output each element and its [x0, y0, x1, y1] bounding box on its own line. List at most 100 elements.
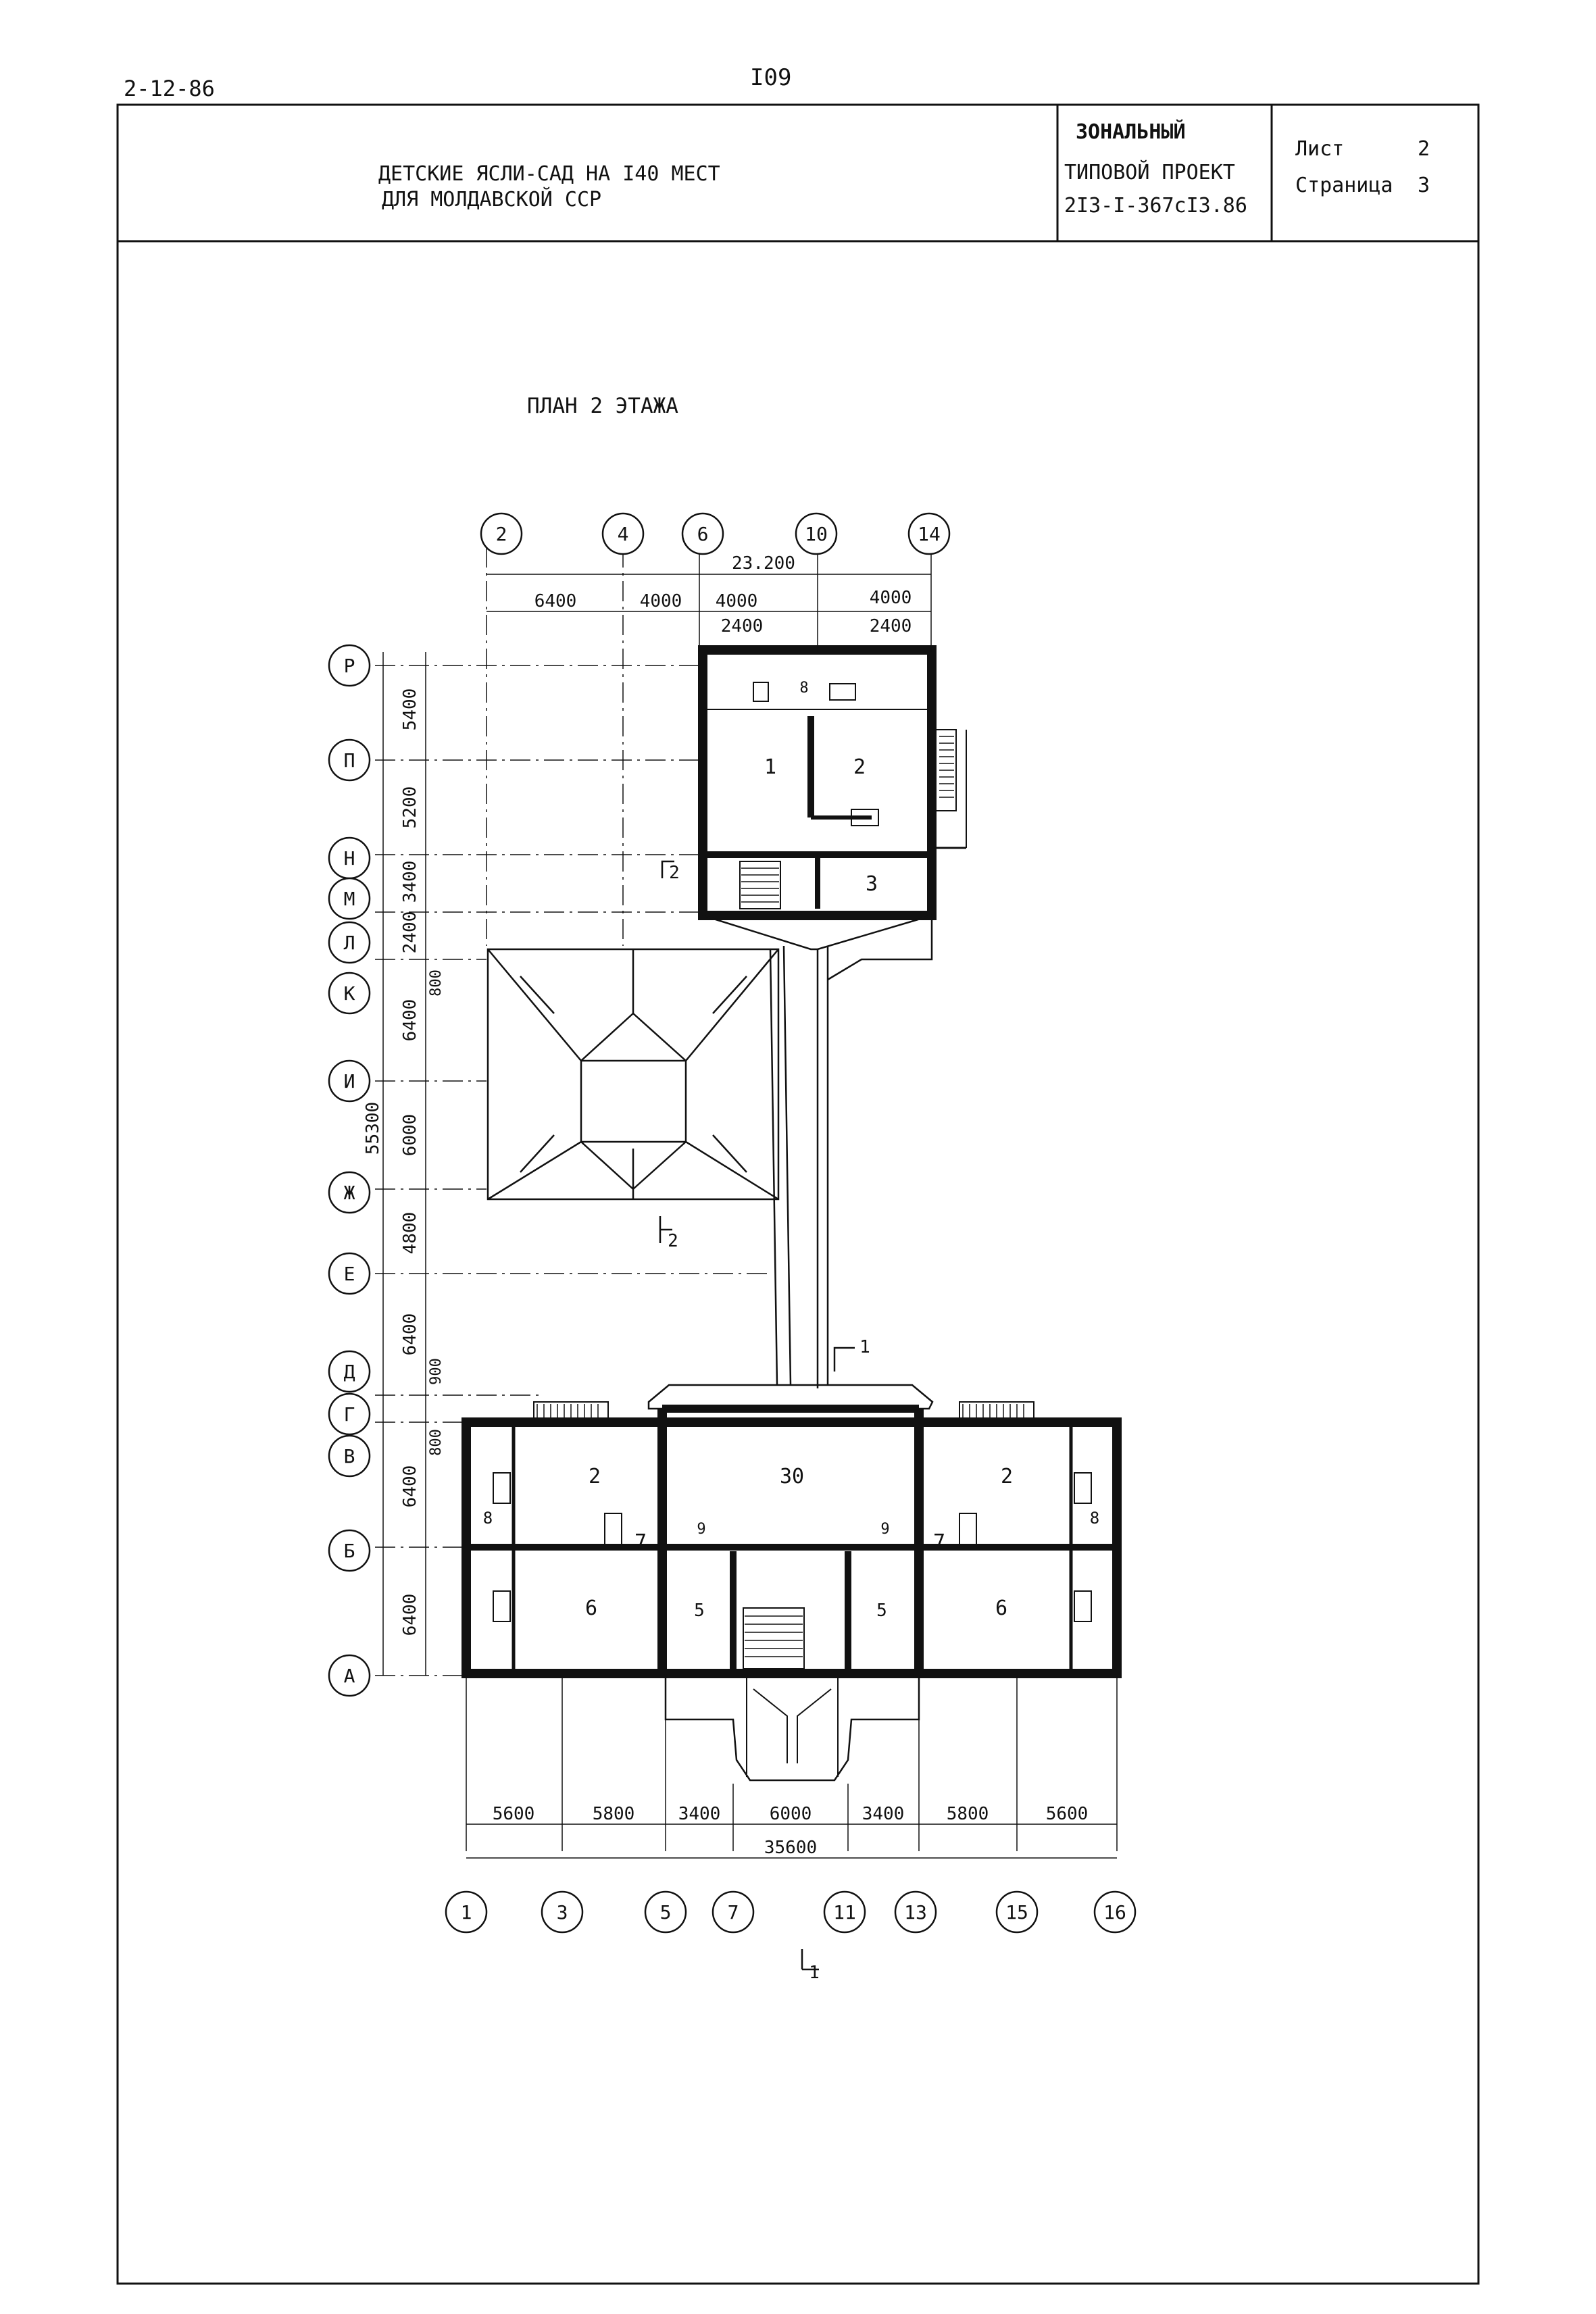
- room-30: 30: [780, 1465, 804, 1488]
- left-dim-9: 6400: [400, 1465, 420, 1508]
- left-small-dim-3: 800: [428, 1429, 445, 1456]
- section-mark-2-lower: 2: [668, 1231, 678, 1251]
- left-axis-e: Е: [344, 1263, 355, 1285]
- left-axis-p: П: [344, 749, 355, 772]
- room-9-left: 9: [697, 1521, 705, 1538]
- left-dim-1: 5400: [400, 688, 420, 731]
- page-label: Страница: [1295, 174, 1393, 197]
- bottom-dim-6: 5800: [947, 1804, 989, 1824]
- project-code: 2I3-I-367cI3.86: [1064, 194, 1247, 218]
- left-total-dim: 55300: [363, 1102, 383, 1155]
- lower-building: [462, 1384, 1122, 1782]
- bottom-axis-5: 5: [660, 1901, 672, 1923]
- top-dim-4: 4000: [870, 588, 912, 608]
- bottom-axis-3: 3: [557, 1901, 568, 1923]
- room-8-left: 8: [483, 1509, 493, 1528]
- page-value: 3: [1418, 174, 1430, 197]
- left-axis-r: Р: [344, 655, 355, 677]
- axis-labels: 2 4 6 10 14 Р П Н М Л К И Ж Е Д Г В Б А …: [344, 523, 1126, 1923]
- left-dim-10: 6400: [400, 1594, 420, 1636]
- page-code: 2-12-86: [124, 76, 215, 101]
- left-axis-k: К: [344, 982, 355, 1005]
- left-axis-a: А: [344, 1665, 355, 1687]
- left-axis-v: В: [344, 1445, 355, 1467]
- left-dim-7: 4800: [400, 1212, 420, 1255]
- section-mark-1-lower: 1: [809, 1963, 820, 1983]
- room-7-right: 7: [933, 1530, 945, 1554]
- room-7-left: 7: [634, 1530, 647, 1554]
- section-mark-1-upper: 1: [859, 1337, 870, 1357]
- left-dim-3: 3400: [400, 861, 420, 903]
- room-5-right: 5: [876, 1601, 887, 1621]
- dimension-values: 23.200 6400 4000 4000 4000 2400 2400 540…: [363, 553, 1088, 1858]
- top-axis-4: 4: [618, 523, 629, 545]
- bottom-total-dim: 35600: [764, 1838, 817, 1858]
- left-dim-4: 2400: [400, 911, 420, 954]
- room-2-right: 2: [1001, 1465, 1013, 1488]
- project-title-line2: ДЛЯ МОЛДАВСКОЙ ССР: [382, 188, 602, 211]
- top-sub-dim-2: 2400: [870, 616, 912, 636]
- room-3: 3: [866, 872, 878, 896]
- left-dim-2: 5200: [400, 786, 420, 829]
- top-axis-14: 14: [918, 523, 941, 545]
- gallery-corridor: [702, 914, 933, 1388]
- section-mark-2-upper: 2: [669, 863, 680, 883]
- bottom-dim-3: 3400: [678, 1804, 721, 1824]
- top-axis-2: 2: [496, 523, 507, 545]
- plan-title: ПЛАН 2 ЭТАЖА: [527, 394, 678, 418]
- bottom-dim-7: 5600: [1046, 1804, 1089, 1824]
- room-6-left: 6: [585, 1596, 597, 1620]
- room-numbers: 1 2 3 8 2 30 2 8 7 9 9 7 8 6 5 5 6: [483, 680, 1099, 1621]
- left-axis-g: Г: [344, 1403, 355, 1426]
- bottom-dim-4: 6000: [770, 1804, 812, 1824]
- left-axis-b: Б: [344, 1540, 355, 1562]
- left-axis-d: Д: [344, 1361, 355, 1383]
- top-dim-2: 4000: [640, 591, 682, 611]
- left-dim-6: 6000: [400, 1114, 420, 1157]
- left-axis-zh: Ж: [344, 1182, 355, 1204]
- room-8-upper: 8: [799, 680, 808, 697]
- left-axis-m: М: [344, 888, 355, 910]
- top-dim-1: 6400: [534, 591, 577, 611]
- project-type-zonal: ЗОНАЛЬНЫЙ: [1076, 120, 1186, 144]
- left-axis-i: И: [344, 1070, 355, 1092]
- hip-roof: [487, 948, 780, 1201]
- bottom-axis-1: 1: [461, 1901, 472, 1923]
- room-2-left: 2: [589, 1465, 601, 1488]
- bottom-axis-13: 13: [904, 1901, 927, 1923]
- left-axis-n: Н: [344, 847, 355, 870]
- room-2-upper: 2: [853, 755, 866, 779]
- room-6-right: 6: [995, 1596, 1007, 1620]
- left-small-dim-1: 800: [428, 970, 445, 997]
- sheet-frame: [116, 103, 1480, 2285]
- section-marker-labels: 2 2 1 1: [668, 863, 870, 1983]
- room-5-left: 5: [694, 1601, 705, 1621]
- room-1: 1: [764, 755, 776, 779]
- project-type-typical: ТИПОВОЙ ПРОЕКТ: [1064, 161, 1235, 184]
- left-dim-5: 6400: [400, 999, 420, 1042]
- top-axis-6: 6: [697, 523, 709, 545]
- top-sub-dim-1: 2400: [721, 616, 764, 636]
- bottom-dim-5: 3400: [862, 1804, 905, 1824]
- sheet-value: 2: [1418, 137, 1430, 161]
- section-markers: [659, 860, 855, 1971]
- project-title-line1: ДЕТСКИЕ ЯСЛИ-САД НА I40 МЕСТ: [378, 162, 720, 186]
- top-axis-10: 10: [805, 523, 828, 545]
- axis-bubbles: [328, 512, 1137, 1934]
- bottom-dim-2: 5800: [593, 1804, 635, 1824]
- sheet-label: Лист: [1295, 137, 1345, 161]
- left-dim-8: 6400: [400, 1313, 420, 1356]
- room-8-right: 8: [1090, 1509, 1099, 1528]
- room-9-right: 9: [880, 1521, 889, 1538]
- bottom-axis-16: 16: [1103, 1901, 1126, 1923]
- bottom-dim-1: 5600: [493, 1804, 535, 1824]
- top-total-dim: 23.200: [732, 553, 795, 574]
- page-number: I09: [750, 64, 792, 91]
- left-axis-l: Л: [344, 932, 355, 954]
- top-dim-3: 4000: [716, 591, 758, 611]
- bottom-axis-11: 11: [833, 1901, 856, 1923]
- left-small-dim-2: 900: [428, 1358, 445, 1385]
- bottom-axis-15: 15: [1005, 1901, 1028, 1923]
- dimension-lines: [375, 547, 1118, 1859]
